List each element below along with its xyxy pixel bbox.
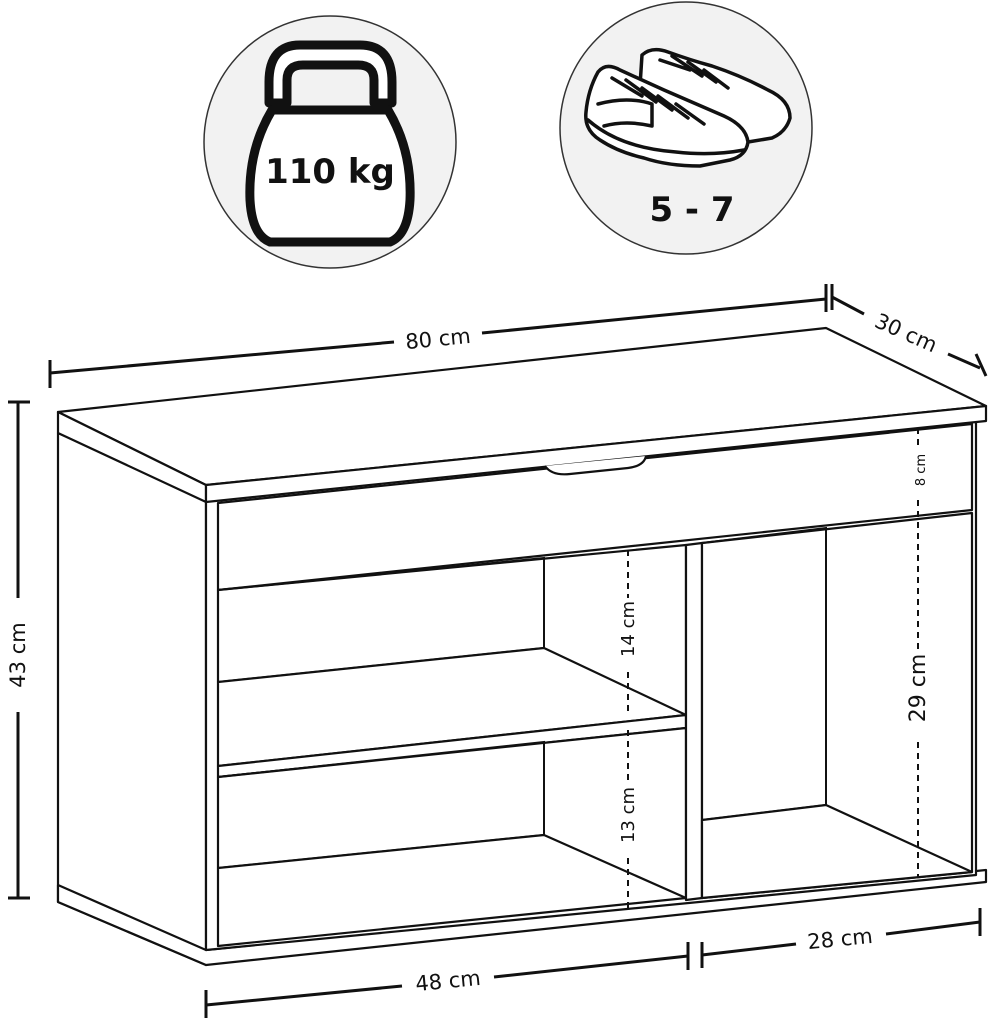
drawer-handle bbox=[544, 455, 648, 476]
kettlebell-icon bbox=[245, 40, 415, 247]
shoe-capacity-label: 5 - 7 bbox=[649, 190, 734, 230]
bench-side-panel bbox=[56, 431, 208, 967]
width-label: 80 cm bbox=[404, 324, 471, 354]
bench-drawer bbox=[216, 422, 974, 592]
sneakers-icon bbox=[584, 47, 792, 168]
shoe-capacity-badge: 5 - 7 bbox=[559, 1, 813, 255]
height-label: 43 cm bbox=[6, 622, 30, 687]
lower-shelf-gap-label: 13 cm bbox=[618, 787, 639, 843]
weight-capacity-badge: 110 kg bbox=[203, 15, 457, 269]
right-section-width-label: 28 cm bbox=[806, 924, 873, 954]
weight-capacity-label: 110 kg bbox=[265, 152, 395, 192]
middle-divider bbox=[684, 541, 704, 902]
shoe-bench bbox=[56, 326, 988, 967]
right-compartment-height-label: 29 cm bbox=[906, 654, 931, 723]
left-section-width-label: 48 cm bbox=[414, 966, 481, 996]
right-compartment-floor bbox=[700, 803, 974, 900]
dimension-labels: 80 cm 30 cm 43 cm 8 cm 14 cm 13 cm 29 cm… bbox=[6, 309, 941, 996]
bench-lid-front bbox=[204, 404, 988, 504]
drawer-height-label: 8 cm bbox=[914, 454, 929, 486]
depth-label: 30 cm bbox=[871, 309, 941, 358]
upper-shelf-gap-label: 14 cm bbox=[618, 601, 639, 657]
dimension-lines bbox=[8, 284, 988, 1018]
